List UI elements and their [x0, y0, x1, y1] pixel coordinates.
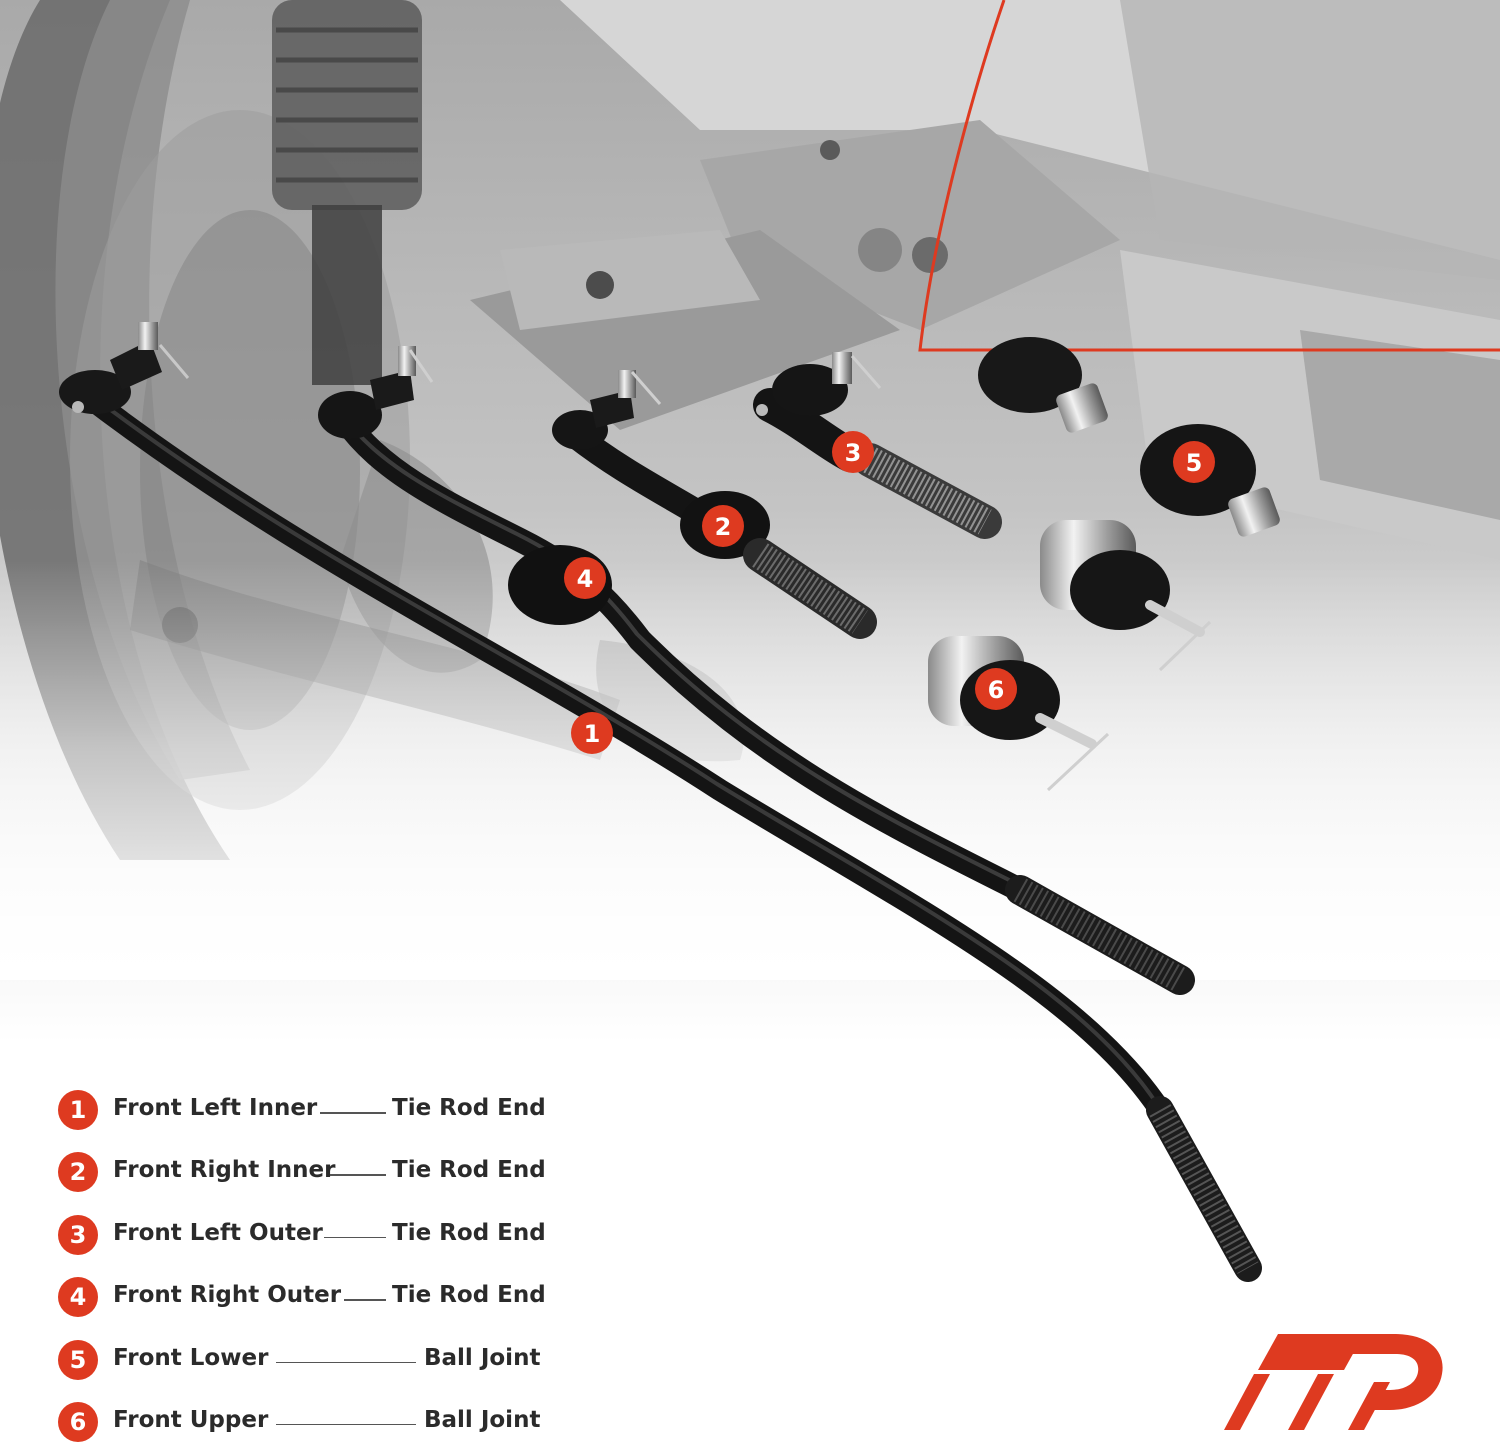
brand-logo-icon: [1224, 1334, 1443, 1430]
svg-text:1: 1: [584, 720, 601, 748]
legend-connector-line: [276, 1423, 416, 1426]
legend-position: Front Right Outer: [113, 1282, 342, 1309]
legend-position: Front Left Inner: [113, 1095, 318, 1121]
parts-legend: 1 Front Left Inner Tie Rod End 2 Front R…: [58, 1090, 558, 1448]
legend-position: Front Left Outer: [113, 1219, 323, 1246]
callout-5: 5: [1173, 441, 1215, 483]
legend-position: Front Right Inner: [113, 1157, 336, 1184]
legend-row: 5 Front Lower Ball Joint: [58, 1339, 558, 1402]
legend-row: 4 Front Right Outer Tie Rod End: [58, 1277, 558, 1339]
svg-text:6: 6: [988, 676, 1005, 704]
callout-3: 3: [832, 431, 874, 473]
legend-connector-line: [276, 1361, 416, 1364]
callout-1: 1: [571, 712, 613, 754]
callout-2: 2: [702, 505, 744, 547]
legend-row: 3 Front Left Outer Tie Rod End: [58, 1214, 558, 1277]
legend-connector-line: [320, 1112, 386, 1114]
svg-text:5: 5: [1186, 449, 1203, 477]
legend-part-type: Tie Rod End: [392, 1157, 546, 1184]
legend-position: Front Upper: [113, 1406, 269, 1433]
tie-rod-part-4: [318, 346, 1195, 995]
red-highlight-outline: [918, 0, 1500, 352]
legend-number-badge: 1: [58, 1090, 98, 1130]
legend-number-badge: 3: [58, 1214, 98, 1255]
legend-number-badge: 4: [58, 1277, 98, 1318]
legend-connector-line: [344, 1299, 386, 1301]
legend-number-badge: 2: [58, 1152, 98, 1193]
ball-joint-chrome-a: [1040, 520, 1212, 672]
legend-part-type: Tie Rod End: [392, 1219, 546, 1246]
legend-row: 6 Front Upper Ball Joint: [58, 1401, 558, 1448]
legend-row: 2 Front Right Inner Tie Rod End: [58, 1152, 558, 1214]
legend-number-badge: 5: [58, 1339, 98, 1380]
tie-rod-part-1: [59, 322, 1262, 1282]
legend-row: 1 Front Left Inner Tie Rod End: [58, 1090, 558, 1152]
legend-part-type: Tie Rod End: [392, 1282, 546, 1309]
ball-joint-upper-right: [978, 337, 1108, 433]
svg-text:2: 2: [715, 513, 732, 541]
legend-part-type: Ball Joint: [424, 1344, 541, 1371]
legend-connector-line: [324, 1236, 386, 1239]
legend-number-badge: 6: [58, 1401, 98, 1442]
tie-rod-part-2: [552, 370, 877, 639]
callout-6: 6: [975, 668, 1017, 710]
legend-part-type: Ball Joint: [424, 1406, 541, 1433]
legend-position: Front Lower: [113, 1344, 269, 1371]
callout-4: 4: [564, 557, 606, 599]
legend-part-type: Tie Rod End: [392, 1095, 546, 1121]
svg-text:4: 4: [577, 565, 594, 593]
legend-connector-line: [330, 1174, 386, 1176]
svg-text:3: 3: [845, 439, 862, 467]
